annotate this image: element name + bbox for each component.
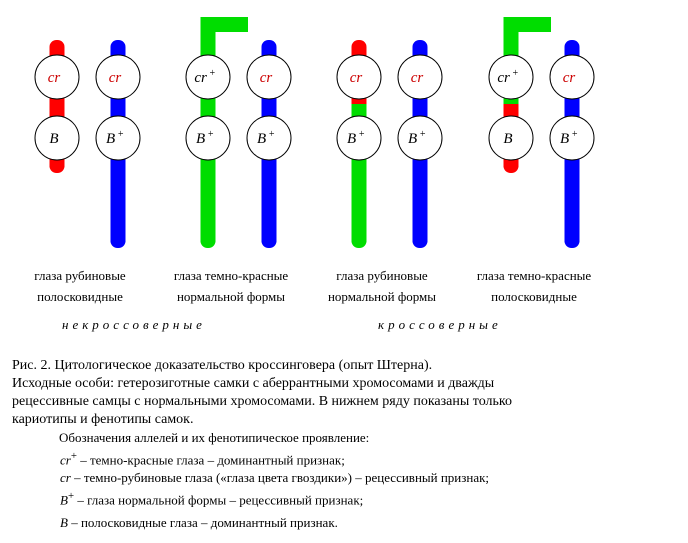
allele-b-locus <box>34 115 80 161</box>
allele-cr-label: cr <box>260 70 273 86</box>
allele-b-label: B+ <box>408 129 426 147</box>
allele-b-locus <box>185 115 231 161</box>
legend-item-cr: cr – темно-рубиновые глаза («глаза цвета… <box>12 469 672 487</box>
legend-text: – полосковидные глаза – доминантный приз… <box>67 514 338 530</box>
caption-2: глаза темно-красные нормальной формы <box>151 265 311 307</box>
allele-cr-locus <box>246 54 292 100</box>
chromosome-bottom-cap <box>503 159 519 173</box>
allele-b-label: B+ <box>257 129 275 147</box>
legend-symbol: B <box>60 514 68 530</box>
allele-cr-locus <box>488 54 534 100</box>
caption-1: глаза рубиновые полосковидные <box>0 265 160 307</box>
legend-text: – глаза нормальной формы – рецессивный п… <box>74 492 364 508</box>
legend-text: – темно-рубиновые глаза («глаза цвета гв… <box>70 470 490 486</box>
chromosome-3-left: crB+ <box>336 40 382 248</box>
legend-item-b: B – полосковидные глаза – доминантный пр… <box>12 514 672 532</box>
crossover-label: кроссоверные <box>378 317 502 332</box>
legend-subtitle: Обозначения аллелей и их фенотипическое … <box>59 430 370 445</box>
allele-b-locus <box>397 115 443 161</box>
caption-1-line2: полосковидные <box>37 289 123 304</box>
allele-b-label: B+ <box>106 129 124 147</box>
caption-4-line1: глаза темно-красные <box>476 268 592 283</box>
caption-3-line2: нормальной формы <box>327 289 437 304</box>
chromosome-2-right: crB+ <box>246 40 292 248</box>
chromosome-3-right: crB+ <box>397 40 443 248</box>
allele-cr-label: cr+ <box>497 68 518 86</box>
allele-b-label: B+ <box>347 129 365 147</box>
allele-b-locus <box>336 115 382 161</box>
legend-symbol: cr <box>60 452 71 468</box>
chromosome-bottom-cap <box>412 234 428 248</box>
chromosome-bottom-cap <box>564 234 580 248</box>
caption-4: глаза темно-красные полосковидные <box>454 265 614 307</box>
legend-item-b-plus: B+ – глаза нормальной формы – рецессивны… <box>12 487 672 509</box>
allele-b-label: B+ <box>196 129 214 147</box>
figure-legend: Рис. 2. Цитологическое доказательство кр… <box>12 357 672 532</box>
legend-paragraph-2: рецессивные самцы с нормальными хромосом… <box>12 394 512 409</box>
legend-symbol: cr <box>60 470 71 486</box>
allele-b-label: B <box>503 131 512 147</box>
chromosome-bottom-cap <box>261 234 277 248</box>
caption-1-line1: глаза рубиновые <box>34 268 126 283</box>
legend-paragraph-3: кариотипы и фенотипы самок. <box>12 412 194 427</box>
allele-cr-locus <box>397 54 443 100</box>
chromosome-bottom-cap <box>49 159 65 173</box>
caption-2-line2: нормальной формы <box>176 289 286 304</box>
chromosome-bent-arm <box>200 17 248 50</box>
chromosome-1-left: crB <box>34 40 80 173</box>
allele-cr-locus <box>549 54 595 100</box>
allele-cr-label: cr+ <box>194 68 215 86</box>
allele-cr-locus <box>34 54 80 100</box>
noncrossover-label: некроссоверные <box>62 317 206 332</box>
allele-cr-label: cr <box>350 70 363 86</box>
legend-title: Рис. 2. Цитологическое доказательство кр… <box>12 358 433 373</box>
caption-3: глаза рубиновые нормальной формы <box>302 265 462 307</box>
allele-cr-label: cr <box>109 70 122 86</box>
allele-b-locus <box>549 115 595 161</box>
allele-b-locus <box>246 115 292 161</box>
chromosome-bent-arm <box>503 17 551 50</box>
allele-b-locus <box>488 115 534 161</box>
chromosome-4-left: cr+ B <box>488 17 551 173</box>
chromosome-bottom-cap <box>200 234 216 248</box>
legend-symbol-sup: + <box>70 450 77 462</box>
legend-text: – темно-красные глаза – доминантный приз… <box>76 452 345 468</box>
allele-b-label: B <box>49 131 58 147</box>
legend-symbol: B <box>60 492 68 508</box>
allele-cr-locus <box>336 54 382 100</box>
allele-b-label: B+ <box>560 129 578 147</box>
caption-3-line1: глаза рубиновые <box>336 268 428 283</box>
allele-cr-label: cr <box>563 70 576 86</box>
legend-paragraph-1: Исходные особи: гетерозиготные самки с а… <box>12 376 495 391</box>
legend-item-cr-plus: cr+ – темно-красные глаза – доминантный … <box>12 447 672 469</box>
caption-2-line1: глаза темно-красные <box>173 268 289 283</box>
chromosome-bottom-cap <box>351 234 367 248</box>
caption-4-line2: полосковидные <box>491 289 577 304</box>
allele-cr-label: cr <box>48 70 61 86</box>
allele-cr-label: cr <box>411 70 424 86</box>
legend-symbol-sup: + <box>67 490 75 503</box>
allele-cr-locus <box>185 54 231 100</box>
allele-b-locus <box>95 115 141 161</box>
chromosome-2-left: cr+ B+ <box>185 17 248 248</box>
chromosome-4-right: crB+ <box>549 40 595 248</box>
allele-cr-locus <box>95 54 141 100</box>
chromosome-1-right: crB+ <box>95 40 141 248</box>
chromosome-bottom-cap <box>110 234 126 248</box>
